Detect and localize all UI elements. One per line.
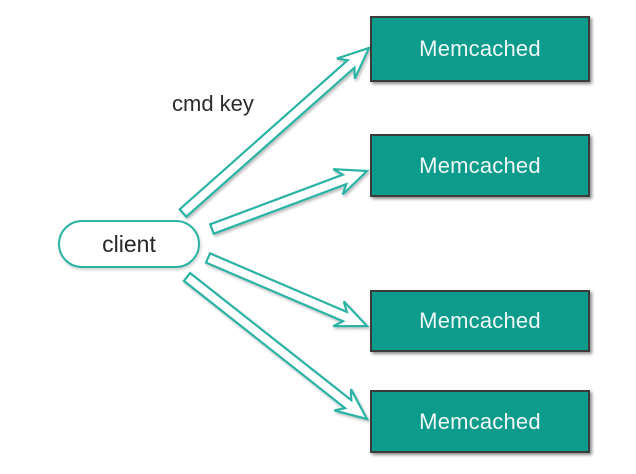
client-label: client [102, 230, 156, 257]
server-label: Memcached [419, 408, 541, 434]
server-node-memcached-1: Memcached [370, 16, 590, 82]
arrow-client-to-server-1 [208, 168, 370, 236]
server-label: Memcached [419, 308, 541, 333]
server-label: Memcached [419, 36, 541, 61]
server-node-memcached-4: Memcached [370, 390, 590, 453]
server-label: Memcached [419, 152, 541, 178]
arrow-client-to-server-3 [182, 271, 370, 421]
arrow-client-to-server-2 [204, 251, 370, 328]
server-node-memcached-3: Memcached [370, 290, 590, 352]
server-node-memcached-2: Memcached [370, 134, 590, 197]
client-node: client [58, 220, 200, 268]
arrow-client-to-server-0 [178, 46, 372, 219]
edge-label-cmd-key: cmd key [172, 91, 254, 116]
